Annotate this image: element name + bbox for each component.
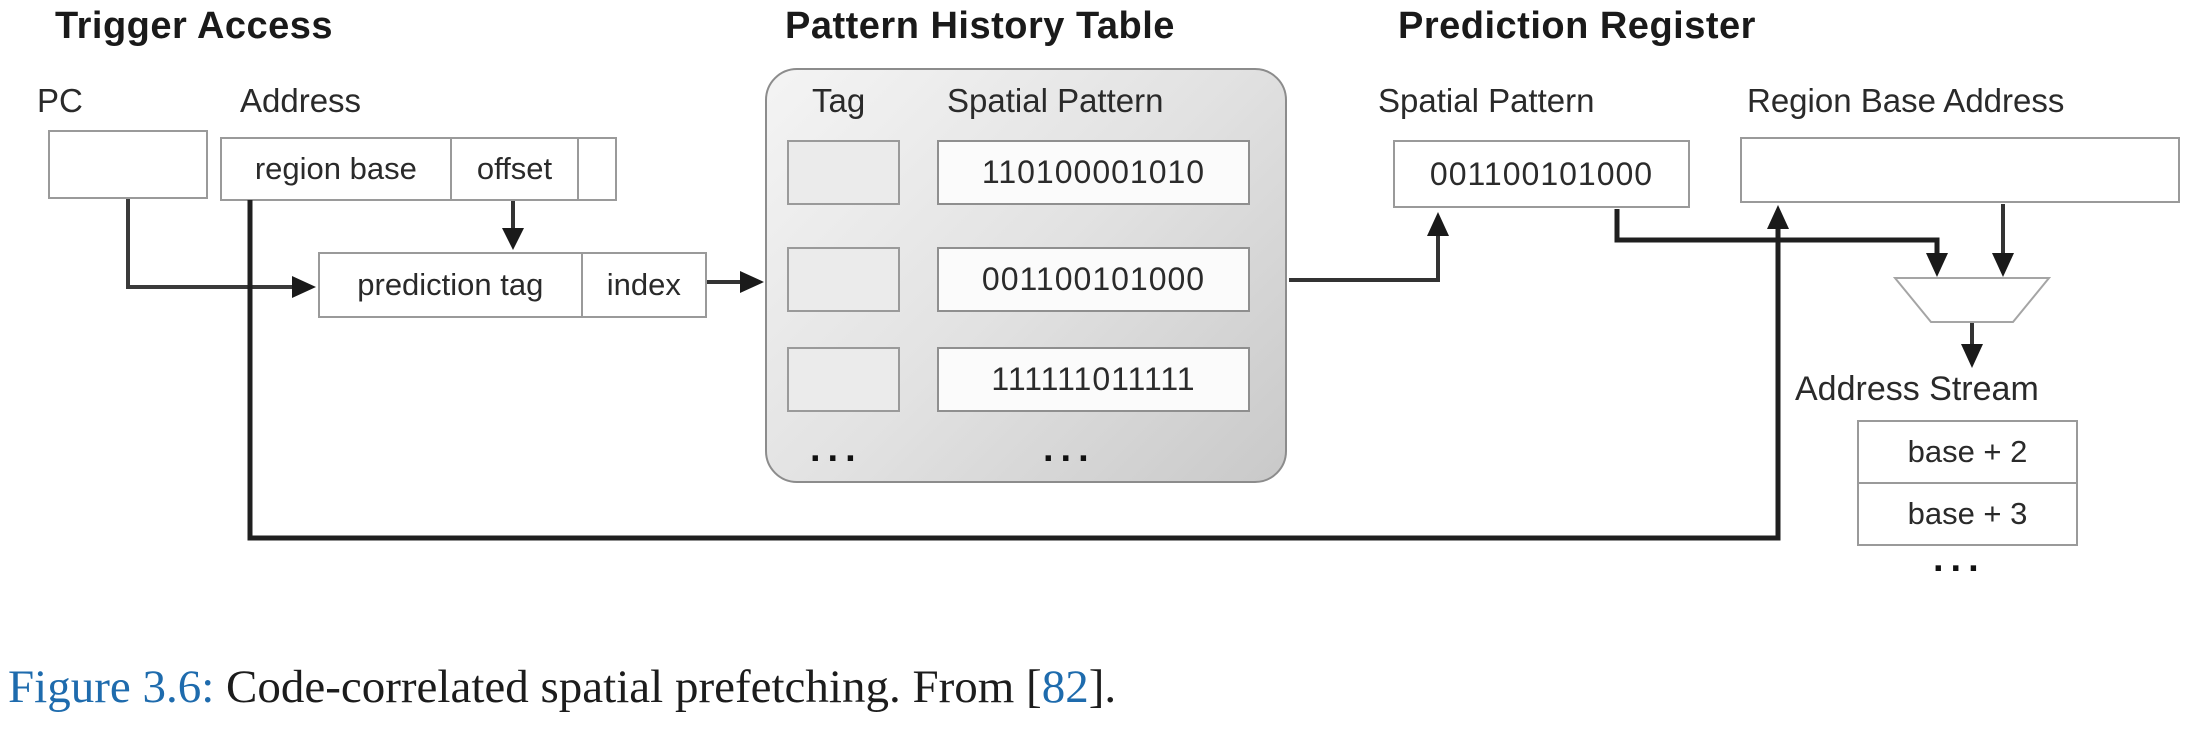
pht-tag-cell-row3 [787,347,900,412]
figure-caption-body: Code-correlated spatial prefetching. Fro… [214,661,1042,713]
address-stream-label: Address Stream [1795,370,2039,408]
pc-box [48,130,208,199]
pr-input-arrowhead-icon [1427,212,1449,236]
pht-pattern-value-row1: 110100001010 [981,154,1206,190]
index-field: index [606,267,681,302]
pr-spatial-pattern-label: Spatial Pattern [1378,82,1595,119]
pht-pattern-cell-row2: 001100101000 [937,247,1250,312]
pc-label: PC [37,82,83,119]
address-box: region base offset [220,137,617,201]
figure-caption-suffix: ]. [1088,661,1117,713]
pht-pattern-cell-row3: 111111011111 [937,347,1250,412]
prediction-tag-field: prediction tag [320,254,583,316]
pht-spatial-pattern-column-header: Spatial Pattern [947,82,1164,119]
pattern-history-table-heading: Pattern History Table [785,5,1175,47]
prediction-tag-index-box: prediction tag index [318,252,707,318]
region-base-field: region base [222,139,452,199]
pr-spatial-pattern-box: 001100101000 [1393,140,1690,208]
offset-field: offset [452,139,580,199]
mux-adder-icon [1892,277,2052,323]
trigger-access-heading: Trigger Access [55,5,334,47]
offset-arrowhead-icon [502,228,524,250]
citation-link[interactable]: 82 [1041,661,1089,713]
pht-pattern-value-row2: 001100101000 [981,261,1206,297]
pht-pattern-cell-row1: 110100001010 [937,140,1250,205]
pht-tag-cell-row1 [787,140,900,205]
address-stream-item-1: base + 2 [1857,420,2078,484]
pht-tag-cell-row2 [787,247,900,312]
pr-spatial-pattern-value: 001100101000 [1429,155,1654,192]
pht-input-arrowhead-icon [740,271,764,293]
stream-arrowhead-icon [1961,344,1983,368]
pht-to-pr-wire [1289,235,1440,282]
address-label: Address [240,82,362,119]
pht-tag-column-header: Tag [812,82,866,119]
pc-to-prediction-tag-wire [126,199,296,289]
region-base-arrowhead-icon [1767,205,1789,229]
address-stream-ellipsis: ... [1933,538,1986,580]
pr-to-mux-wire [1614,209,1940,256]
pc-arrowhead-icon [292,276,316,298]
prediction-register-heading: Prediction Register [1398,5,1756,47]
region-base-address-label: Region Base Address [1747,82,2065,119]
region-base-address-box [1740,137,2180,203]
pht-pattern-ellipsis: ... [1043,428,1096,470]
address-tail-field [579,139,615,199]
address-stream-item-2: base + 3 [1857,482,2078,546]
mux-right-arrowhead-icon [1992,253,2014,277]
pht-tag-ellipsis: ... [810,428,863,470]
mux-left-arrowhead-icon [1926,253,1948,277]
pht-pattern-value-row3: 111111011111 [991,361,1196,397]
figure-caption-label: Figure 3.6: [8,661,215,713]
figure-caption: Figure 3.6: Code-correlated spatial pref… [8,660,1116,714]
